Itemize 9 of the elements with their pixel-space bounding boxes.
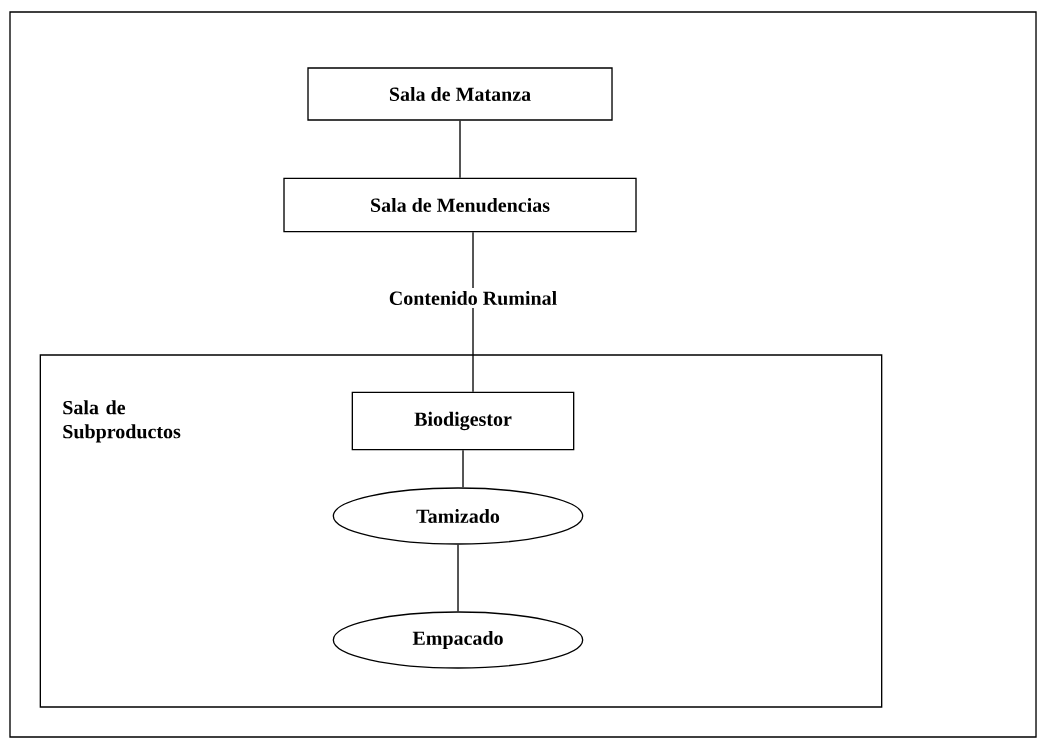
connector-line	[462, 449, 464, 488]
connector-line	[472, 307, 474, 393]
process-box: Sala de Menudencias	[283, 177, 637, 233]
process-box: Biodigestor	[351, 391, 575, 451]
flow-label: Contenido Ruminal	[386, 288, 560, 308]
connector-line	[472, 231, 474, 289]
connector-line	[457, 544, 459, 612]
connector-line	[459, 120, 461, 179]
process-box: Sala de Matanza	[307, 67, 613, 121]
